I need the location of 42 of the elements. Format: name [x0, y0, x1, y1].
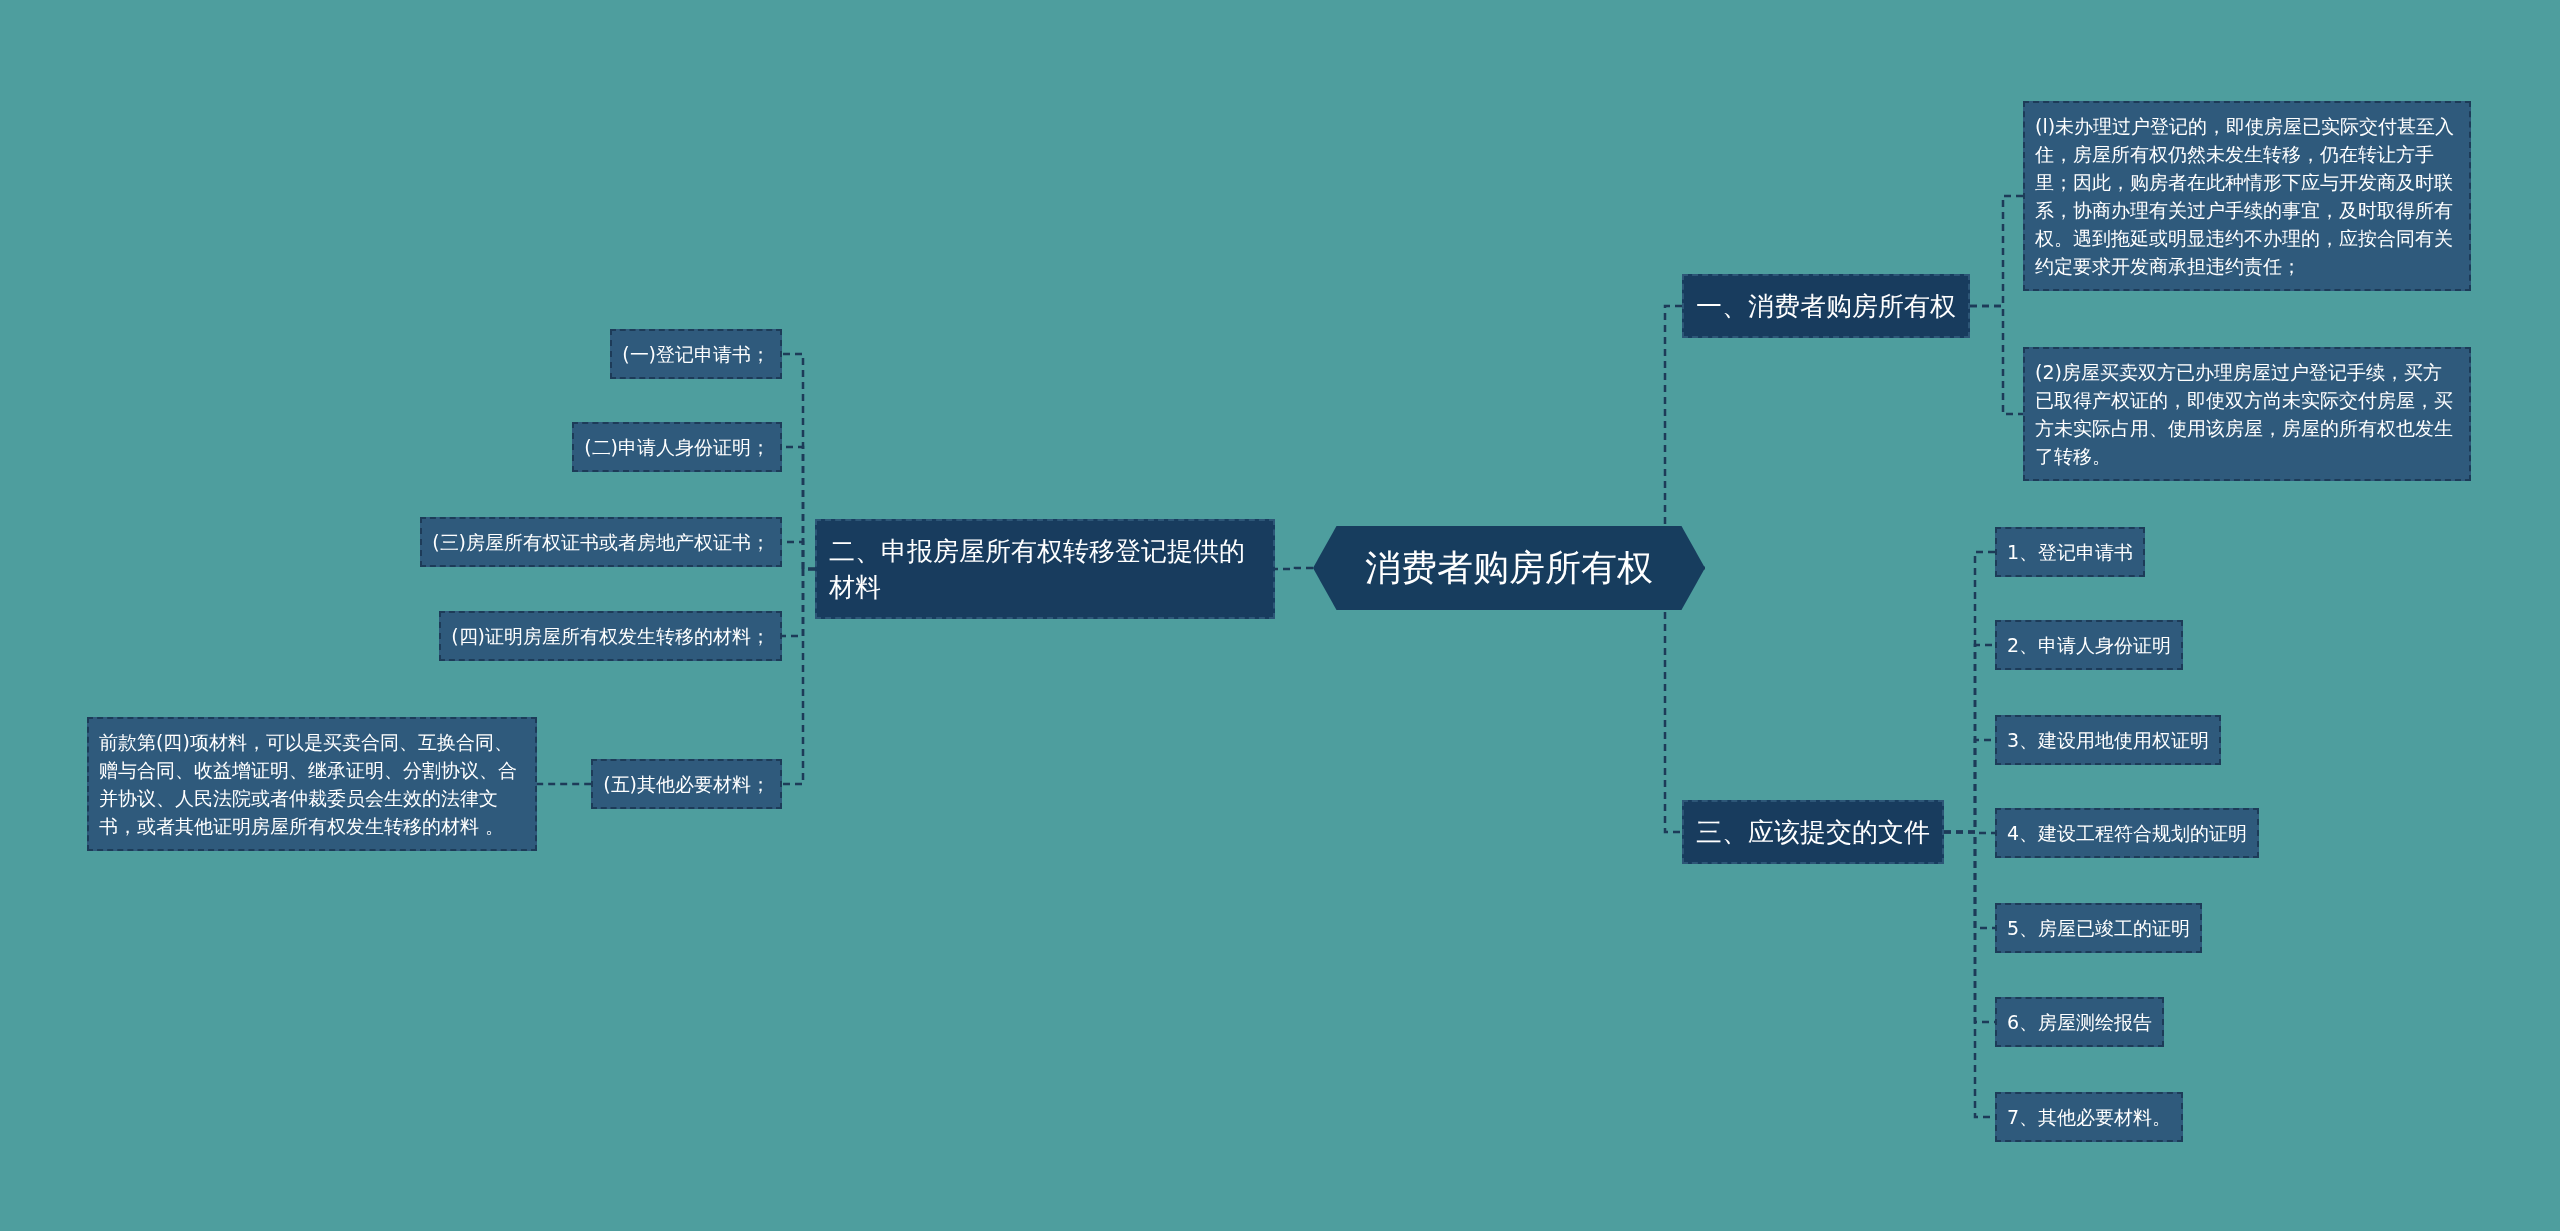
subtopic-box	[2023, 347, 2471, 481]
subtopic-box	[1995, 1092, 2184, 1142]
topic-text: (2)房屋买卖双方已办理房屋过户登记手续，买方已取得产权证的，即使双方尚未实际交付房屋，买方未实际占用、使用该房屋，房屋的所有权也发生了转移。	[2035, 361, 2453, 467]
subtopic-box	[610, 329, 782, 379]
topic-text: 4、建设工程符合规划的证明	[2007, 822, 2248, 844]
topic-text: 2、申请人身份证明	[2007, 634, 2172, 656]
topic-text: (二)申请人身份证明；	[584, 436, 770, 458]
connector-line	[537, 782, 592, 786]
topic-text: 5、房屋已竣工的证明	[2007, 917, 2191, 939]
subtopic-box	[1995, 620, 2184, 670]
topic-box	[1682, 800, 1944, 864]
topic-box	[1682, 274, 1970, 338]
subtopic-box	[572, 422, 782, 472]
subtopic-box	[591, 759, 782, 809]
subtopic-box	[420, 517, 782, 567]
subtopic-box	[1995, 997, 2165, 1047]
subtopic-box	[1995, 715, 2222, 765]
topic-text: 一、消费者购房所有权	[1696, 291, 1956, 321]
subtopic-box	[87, 717, 537, 851]
topic-text: 前款第(四)项材料，可以是买卖合同、互换合同、赠与合同、收益增证明、继承证明、分割协议、合并协议、人民法院或者仲裁委员会生效的法律文书，或者其他证明房屋所有权发生转移的材料 。	[99, 731, 517, 837]
topic-text: 1、登记申请书	[2007, 541, 2134, 563]
topic-text: (五)其他必要材料；	[603, 773, 770, 795]
topic-text: (四)证明房屋所有权发生转移的材料；	[451, 625, 770, 647]
topic-text: 三、应该提交的文件	[1696, 817, 1930, 847]
connector-line	[782, 567, 815, 786]
topic-box	[815, 519, 1275, 619]
topic-text: (三)房屋所有权证书或者房地产权证书；	[432, 531, 770, 553]
connector-line	[1275, 566, 1313, 571]
central-topic-hexagon	[1313, 526, 1705, 610]
topic-text: 二、申报房屋所有权转移登记提供的材料	[829, 536, 1245, 602]
topic-text: 3、建设用地使用权证明	[2007, 729, 2210, 751]
connector-line	[1970, 304, 2023, 416]
topic-text: 7、其他必要材料。	[2007, 1106, 2172, 1128]
topic-text: (l)未办理过户登记的，即使房屋已实际交付甚至入住，房屋所有权仍然未发生转移，仍在转让方手里；因此，购房者在此种情形下应与开发商及时联系，协商办理有关过户手续的事宜，及时取得所有权。遇到拖延或明显违约不办理的，应按合同有关约定要求开发商承担违约责任；	[2035, 115, 2455, 277]
subtopic-box	[439, 611, 782, 661]
subtopic-box	[1995, 903, 2203, 953]
subtopic-box	[2023, 101, 2471, 291]
subtopic-box	[1995, 527, 2146, 577]
subtopic-box	[1995, 808, 2260, 858]
topic-text: (一)登记申请书；	[622, 343, 770, 365]
topic-text: 消费者购房所有权	[1365, 547, 1653, 588]
topic-text: 6、房屋测绘报告	[2007, 1011, 2153, 1033]
